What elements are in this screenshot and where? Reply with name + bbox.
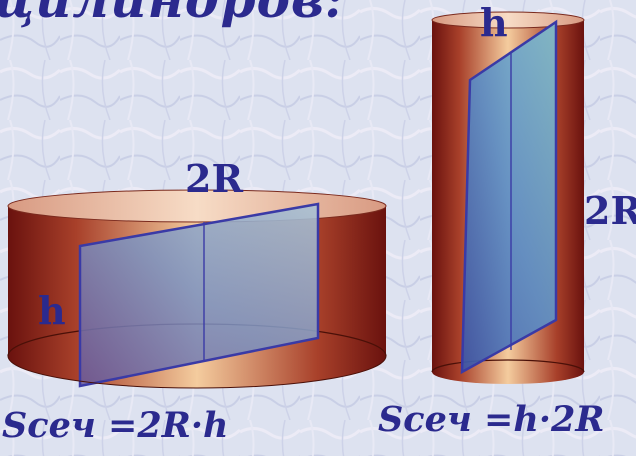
- left-top-label: 2R: [185, 156, 244, 201]
- left-cylinder: [7, 189, 387, 389]
- left-section-plane: [78, 202, 320, 388]
- right-side-label: 2R: [584, 188, 636, 233]
- left-bottom-ellipse-front: [7, 355, 387, 389]
- right-cylinder-bottom-back: [431, 359, 585, 373]
- left-side-label: h: [38, 288, 66, 333]
- right-cylinder-top: [431, 11, 585, 29]
- right-section-plane: [460, 19, 558, 375]
- right-cylinder: [431, 11, 585, 384]
- right-formula: Sсеч =h·2R: [378, 399, 605, 440]
- right-top-label: h: [480, 0, 508, 45]
- left-formula: Sсеч =2R·h: [2, 405, 229, 446]
- slide-title: цилиндров:: [0, 0, 344, 29]
